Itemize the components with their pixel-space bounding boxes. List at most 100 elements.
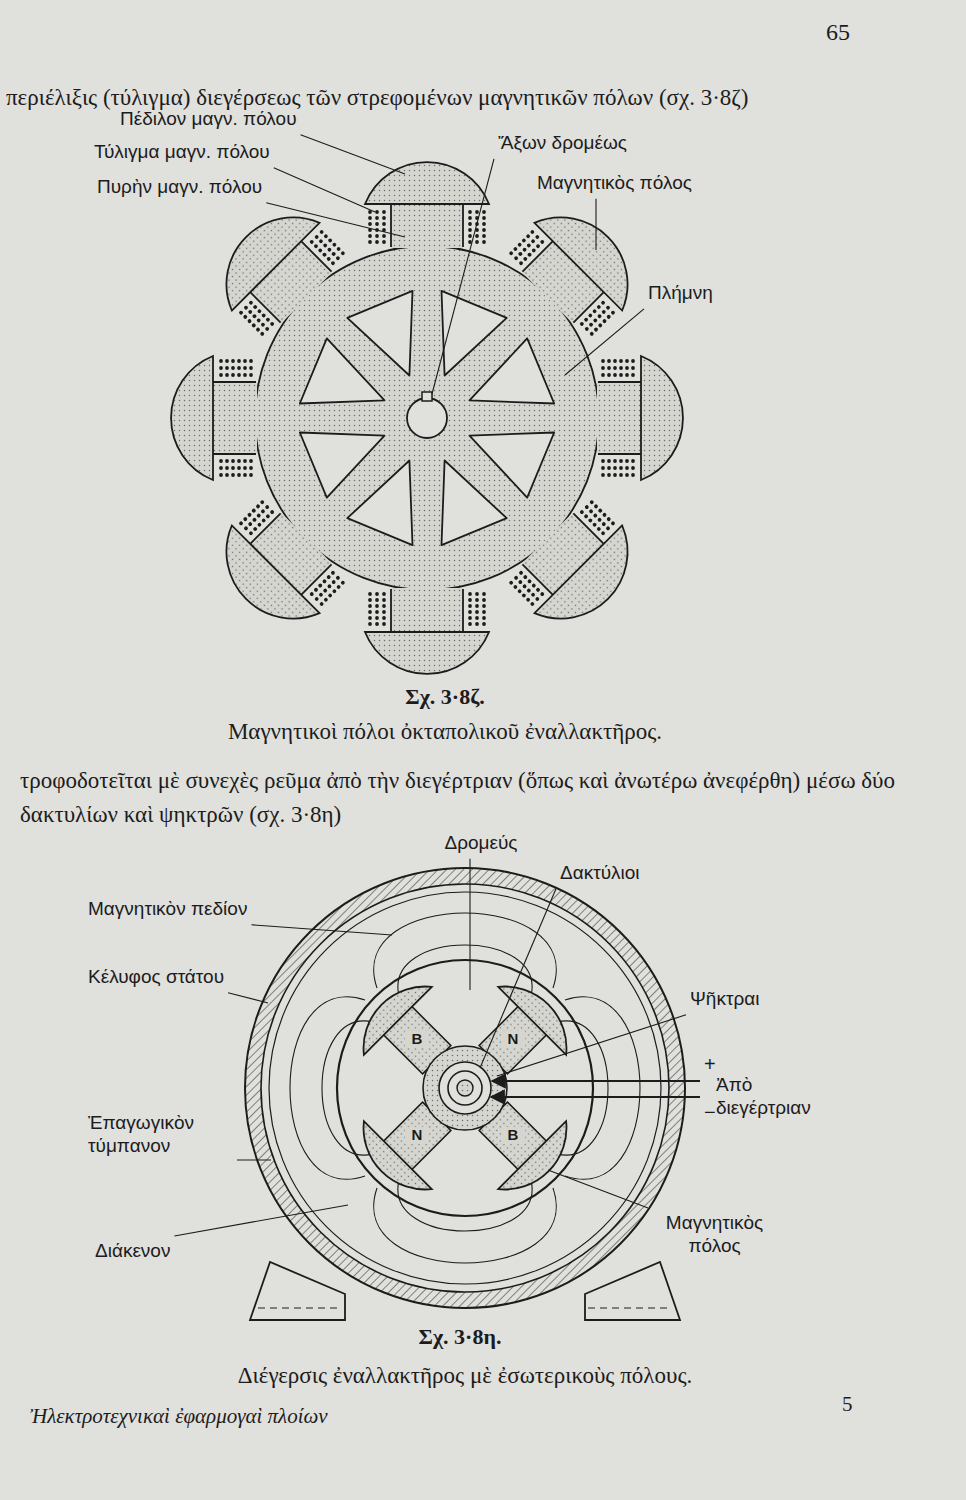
pole-core <box>213 382 257 454</box>
winding-dot <box>322 252 327 257</box>
winding-dot <box>584 504 589 509</box>
winding-dot <box>238 310 243 315</box>
winding-dot <box>605 526 610 531</box>
winding-dot <box>468 216 472 220</box>
leader-line <box>469 859 470 990</box>
pole-core-outline <box>391 204 463 247</box>
winding-dot <box>468 234 472 238</box>
winding-dot <box>237 466 241 470</box>
winding-dot <box>602 512 607 517</box>
winding-dot <box>261 518 266 523</box>
winding-dot <box>231 366 235 370</box>
winding-dot <box>526 243 531 248</box>
winding-dot <box>249 366 253 370</box>
magnetic-pole <box>365 162 489 248</box>
winding-dot <box>475 598 479 602</box>
winding-dot <box>601 366 605 370</box>
pole-shoe <box>348 971 432 1055</box>
spoke-opening <box>469 432 554 497</box>
winding-dot <box>593 504 598 509</box>
field-lines <box>374 1180 557 1263</box>
callout-label: Πέδιλον μαγν. πόλου <box>120 108 297 131</box>
callout-label: Δακτύλιοι <box>560 862 640 885</box>
winding-dot <box>251 323 256 328</box>
winding-dot <box>619 373 623 377</box>
leader-line <box>595 199 596 250</box>
winding-dot <box>375 216 379 220</box>
winding-dot <box>482 616 486 620</box>
winding-dot <box>475 234 479 238</box>
magnetic-pole <box>365 588 489 674</box>
winding-dot <box>468 598 472 602</box>
winding-dot <box>527 252 532 257</box>
winding-dot <box>607 366 611 370</box>
pole-letter: Β <box>501 1127 525 1144</box>
winding-dot <box>593 513 598 518</box>
winding-dot <box>375 610 379 614</box>
winding-dot <box>589 499 594 504</box>
winding-dot <box>610 310 615 315</box>
winding-dot <box>613 359 617 363</box>
winding-dot <box>598 323 603 328</box>
pole-shoe <box>202 525 319 642</box>
winding-dot <box>375 616 379 620</box>
winding-dot <box>468 592 472 596</box>
winding-dot <box>530 592 535 597</box>
winding-dot <box>475 210 479 214</box>
winding-dot <box>231 373 235 377</box>
winding-dot <box>601 521 606 526</box>
leader-line <box>274 168 375 212</box>
field-lines <box>557 997 640 1180</box>
spoke-opening <box>347 460 412 545</box>
leader-line <box>301 135 405 174</box>
winding-dot <box>256 513 261 518</box>
winding-dot <box>482 216 486 220</box>
figure-caption: Διέγερσις ἐναλλακτῆρος μὲ ἐσωτερικοὺς πό… <box>115 1362 815 1390</box>
callout-label: Διάκενον <box>95 1240 170 1263</box>
winding-dot <box>513 584 518 589</box>
winding-dot <box>260 322 265 327</box>
winding-dot <box>631 466 635 470</box>
spoke-opening <box>300 432 385 497</box>
winding-dot <box>322 579 327 584</box>
winding-dot <box>219 373 223 377</box>
winding-dot <box>522 247 527 252</box>
winding-dot <box>525 597 530 602</box>
winding-dot <box>309 239 314 244</box>
winding-dot <box>527 579 532 584</box>
winding-dot <box>468 610 472 614</box>
winding-dot <box>368 222 372 226</box>
winding-dot <box>600 531 605 536</box>
pole-core <box>391 588 463 632</box>
winding-dot <box>601 459 605 463</box>
winding-dot <box>375 222 379 226</box>
winding-dot <box>323 597 328 602</box>
pole-core-outline <box>598 382 641 454</box>
winding-dot <box>596 304 601 309</box>
winding-dot <box>255 504 260 509</box>
winding-dot <box>382 610 386 614</box>
winding-dot <box>605 305 610 310</box>
pole-shoe <box>365 162 489 204</box>
winding-dot <box>482 622 486 626</box>
winding-dot <box>579 509 584 514</box>
winding-dot <box>231 466 235 470</box>
winding-dot <box>535 596 540 601</box>
winding-dot <box>607 473 611 477</box>
winding-dot <box>340 251 345 256</box>
winding-dot <box>323 234 328 239</box>
winding-dot <box>368 240 372 244</box>
winding-dot <box>265 326 270 331</box>
winding-dot <box>508 251 513 256</box>
winding-dot <box>330 570 335 575</box>
winding-dot <box>613 466 617 470</box>
winding-dot <box>247 512 252 517</box>
winding-dot <box>540 239 545 244</box>
magnetic-pole <box>503 494 651 642</box>
field-lines <box>374 913 557 996</box>
winding-dot <box>482 592 486 596</box>
winding-dot <box>313 587 318 592</box>
